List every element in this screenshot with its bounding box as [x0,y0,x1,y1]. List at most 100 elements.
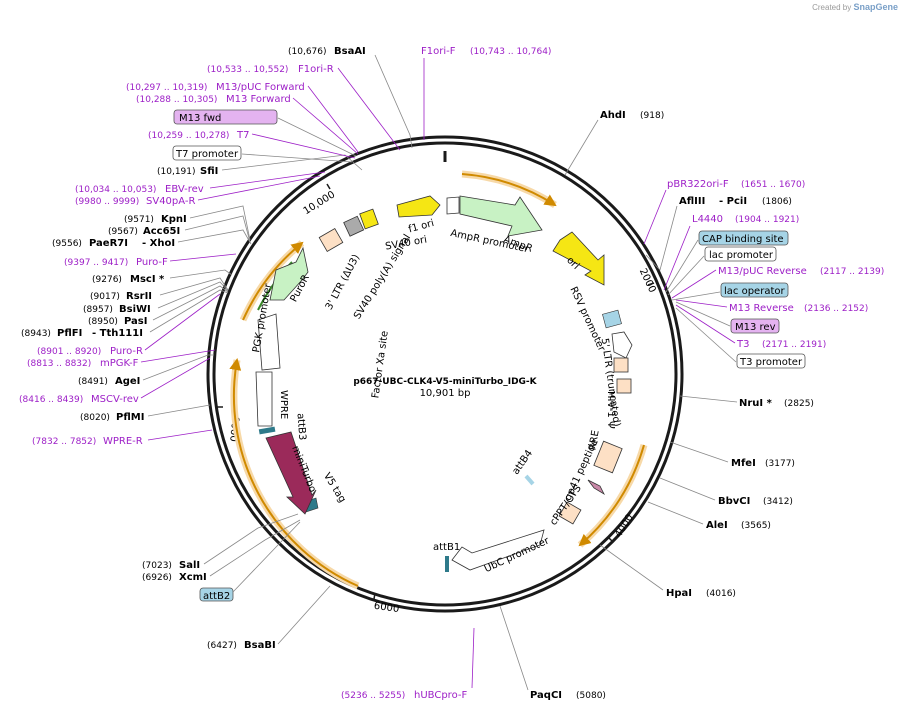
primer-m13-puc-forward[interactable]: (10,297 .. 10,319)M13/pUC Forward [126,82,359,153]
primer-leader [140,357,211,399]
site-coord: (8943) [21,329,51,339]
site-paer7i-xhoi[interactable]: (9556)PaeR7I- XhoI [52,229,252,249]
box-t7-promoter[interactable]: T7 promoter [172,145,353,163]
site-coord: (3177) [765,459,795,469]
primer-f1ori-r[interactable]: (10,533 .. 10,552)F1ori-R [207,64,401,151]
primer-pbr322ori-f[interactable]: pBR322ori-F(1651 .. 1670) [643,179,805,245]
feature-f1-ori [396,195,441,218]
site-bbvci[interactable]: BbvCI(3412) [659,477,793,507]
site-acc65i[interactable]: (9567)Acc65I [108,215,251,243]
primer-m13-forward[interactable]: (10,288 .. 10,305)M13 Forward [136,94,359,155]
feature-ubc-promoter [451,529,545,571]
site-coord: (8020) [80,413,110,423]
primer-coord: (5236 .. 5255) [341,691,405,701]
primer-wpre-r[interactable]: (7832 .. 7852)WPRE-R [32,429,213,447]
box-lac-operator[interactable]: lac operator [671,282,789,301]
site-sali[interactable]: (7023)SalI [142,513,299,571]
site-name: KpnI [161,214,187,225]
site-kpni[interactable]: (9571) KpnI [124,205,251,241]
site-coord: (6926) [142,573,172,583]
site-xcmi[interactable]: (6926) XcmI [142,519,301,583]
primer-name: WPRE-R [103,436,143,447]
primer-leader [292,97,359,155]
primer-mpgk-f[interactable]: (8813 .. 8832)mPGK-F [27,349,216,369]
primer-name: T3 [736,339,749,350]
site-pflfi-tth111i[interactable]: (8943)PflFI- Tth111I [21,289,229,339]
site-name: AflIII [679,196,705,207]
primer-puro-r[interactable]: (8901 .. 8920)Puro-R [37,293,221,357]
site-coord: (8491) [78,377,108,387]
primer-ebv-rev[interactable]: (10,034 .. 10,053)EBV-rev [75,171,326,195]
site-msci[interactable]: (9276)MscI * [92,269,233,285]
site-nrui[interactable]: NruI *(2825) [679,395,814,409]
site-hpai[interactable]: HpaI (4016) [599,544,736,599]
site-coord: (4016) [706,589,736,599]
feature-3ltr [318,228,344,252]
tick-4000: 4000 [613,512,636,539]
primer-coord: (8416 .. 8439) [19,395,83,405]
site-ahdi[interactable]: AhdI(918) [564,110,664,176]
feature-hiv-psi [616,378,632,394]
site-bsaai[interactable]: (10,676)BsaAI [288,46,413,149]
site-pasi[interactable]: (8950)PasI [88,285,229,327]
primer-coord: (9980 .. 9999) [75,197,139,207]
primer-puro-f[interactable]: (9397 .. 9417)Puro-F [64,253,237,268]
primer-coord: (10,743 .. 10,764) [470,47,551,57]
site-bsabi[interactable]: (6427)BsaBI [207,585,331,651]
site-leader [203,513,299,565]
box-t3-promoter[interactable]: T3 promoter [675,307,806,369]
primer-m13-puc-reverse[interactable]: M13/pUC Reverse(2117 .. 2139) [671,266,884,299]
box-cap-binding-site[interactable]: CAP binding site [665,230,789,293]
feature-cap-lac-block [602,309,622,329]
primer-t7[interactable]: (10,259 .. 10,278)T7 [148,130,356,159]
primer-leader [251,133,356,159]
backbone-outer [206,135,684,613]
primer-sv40pa-r[interactable]: (9980 .. 9999)SV40pA-R [75,175,321,207]
site-agei[interactable]: (8491)AgeI [78,354,214,387]
site-name: SfiI [200,166,218,177]
feature-attb4 [524,474,535,486]
site-afliii-pcii[interactable]: AflIII- PciI(1806) [645,196,792,271]
primer-t3[interactable]: T3(2171 .. 2191) [675,304,826,350]
site-coord: (6427) [207,641,237,651]
feature-pgk-promoter [257,313,281,371]
box-lac-promoter[interactable]: lac promoter [667,246,777,296]
box-leader [667,255,705,296]
primer-leader [337,67,401,151]
site-leader [169,269,233,279]
arc-orf-right-line [578,444,645,547]
site-name: HpaI [666,588,692,599]
site-name: PaqCI [530,690,562,701]
site-coord: (2825) [784,399,814,409]
site-coord: (5080) [576,691,606,701]
primer-coord: (10,297 .. 10,319) [126,83,207,93]
arc-orf-left-line [229,358,359,587]
site-coord: (1806) [762,197,792,207]
site-bsiwi[interactable]: (8957)BsiWI [83,281,229,315]
box-label: M13 fwd [179,113,221,124]
primer-mscv-rev[interactable]: (8416 .. 8439)MSCV-rev [19,357,211,405]
label-factor-xa: Factor Xa site [370,330,390,399]
site-leader [659,477,716,501]
site-coord: (9017) [90,292,120,302]
site-sfii[interactable]: (10,191)SfiI [157,154,363,177]
primer-hubcpro-f[interactable]: (5236 .. 5255)hUBCpro-F [341,627,475,701]
primer-l4440[interactable]: L4440(1904 .. 1921) [663,214,799,291]
feature-ampr-promoter [446,196,460,215]
primer-f1ori-f[interactable]: F1ori-F(10,743 .. 10,764) [421,46,551,140]
feature-gp41 [587,479,605,496]
site-rsrii[interactable]: (9017)RsrII [90,277,229,302]
box-m13-fwd[interactable]: M13 fwd [173,109,357,157]
primer-leader [307,85,359,153]
site-alei[interactable]: AleI(3565) [647,501,771,531]
primer-name: F1ori-R [298,64,334,75]
box-m13-rev[interactable]: M13 rev [675,301,780,334]
site-paqci[interactable]: PaqCI (5080) [499,605,606,701]
primer-coord: (2136 .. 2152) [804,304,868,314]
site-pflmi[interactable]: (8020)PflMI [80,404,211,423]
site-coord: (9571) [124,215,154,225]
box-attb2[interactable]: attB2 [199,521,301,602]
primer-m13-reverse[interactable]: M13 Reverse(2136 .. 2152) [675,299,868,314]
site-name: XcmI [179,572,207,583]
site-mfei[interactable]: MfeI(3177) [669,441,795,469]
